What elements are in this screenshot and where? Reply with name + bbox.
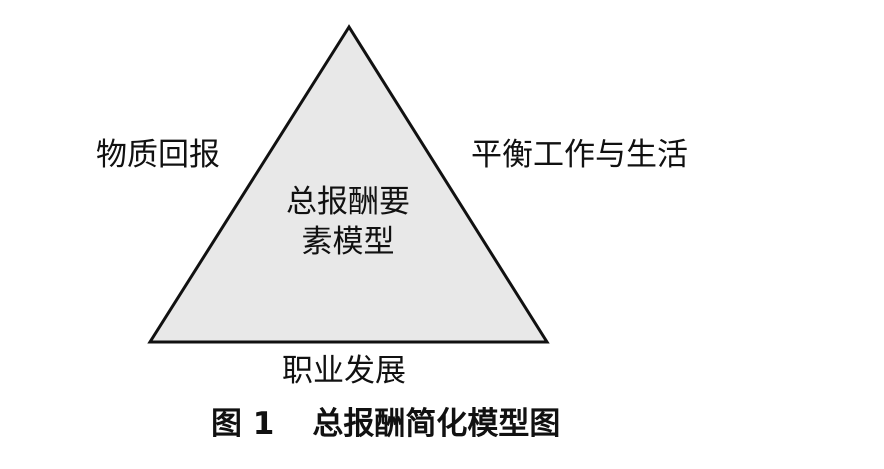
center-label-line1: 总报酬要 [286, 184, 410, 220]
center-label-line2: 素模型 [301, 224, 395, 260]
bottom-label: 职业发展 [282, 353, 406, 389]
center-label: 总报酬要 素模型 [268, 182, 428, 262]
left-label: 物质回报 [96, 137, 220, 173]
figure-number: 图 1 [211, 406, 275, 442]
figure-title: 总报酬简化模型图 [312, 406, 561, 442]
figure-caption: 图 1 总报酬简化模型图 [211, 404, 560, 444]
triangle-shape [147, 24, 550, 344]
right-label: 平衡工作与生活 [471, 137, 688, 173]
